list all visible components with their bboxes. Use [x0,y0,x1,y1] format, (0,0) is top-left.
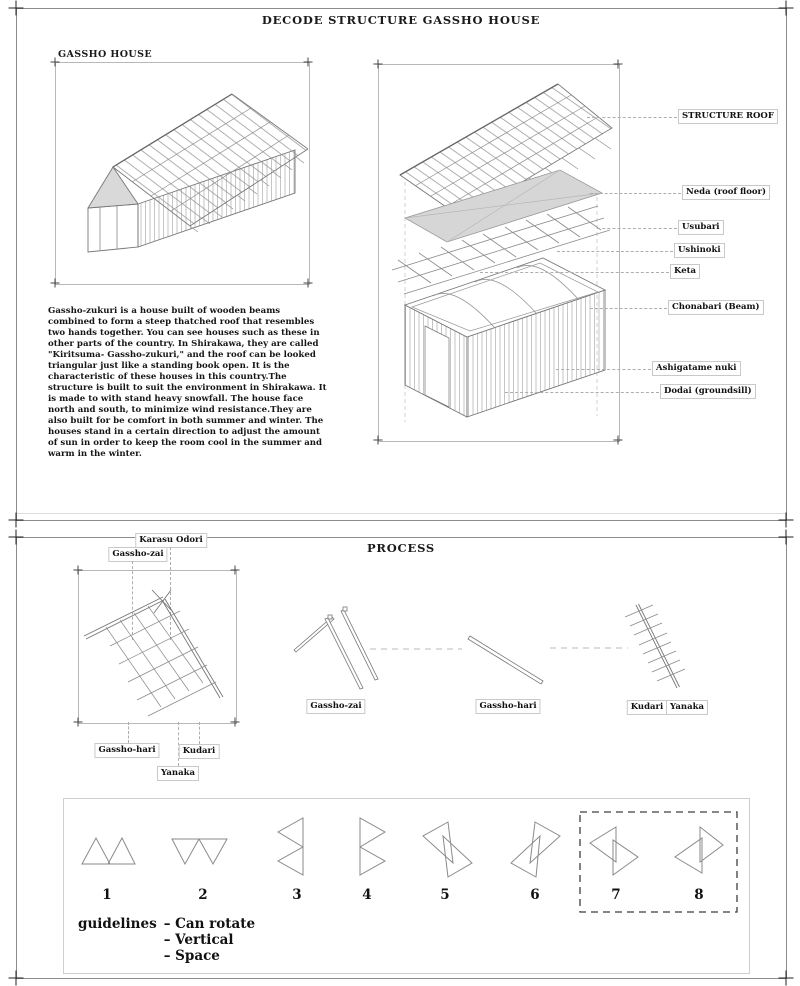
process-detail-box [78,570,237,724]
leader-line [170,547,171,640]
border-line [16,537,17,978]
label-ushinoki: Ushinoki [674,243,725,258]
registration-cross-icon [613,59,623,69]
structural-pieces-drawing [293,603,686,690]
registration-cross-icon [303,57,313,67]
leader-line [128,722,129,743]
guideline-item: – Space [163,948,220,965]
registration-cross-icon [778,529,794,545]
registration-cross-icon [50,57,60,67]
registration-cross-icon [50,278,60,288]
registration-cross-icon [8,0,24,16]
leader-line [556,369,651,370]
leader-line [132,561,133,640]
label-chonabari: Chonabari (Beam) [668,300,764,315]
gassho-house-drawing [87,93,308,253]
label-usubari: Usubari [678,220,724,235]
registration-cross-icon [373,59,383,69]
label-dodai: Dodai (groundsill) [660,384,756,399]
registration-cross-icon [73,717,83,727]
guidelines-label: guidelines [78,916,157,932]
exploded-structure-box [378,64,620,442]
guideline-item: – Can rotate [163,916,256,932]
registration-cross-icon [8,970,24,986]
house-box-label: GASSHO HOUSE [58,49,152,60]
triangle-figures-drawing: 1 2 3 4 5 6 7 8 [81,811,738,913]
label-gassho-zai-top: Gassho-zai [108,547,168,562]
registration-cross-icon [778,0,794,16]
figure-number-1: 1 [102,887,111,903]
guideline-item: – Vertical [163,932,234,949]
border-line [16,978,786,979]
registration-cross-icon [373,435,383,445]
border-line [16,520,786,521]
figures-panel [63,798,750,974]
registration-cross-icon [8,529,24,545]
label-kudari-bottom: Kudari [178,744,220,759]
process-title: PROCESS [366,541,436,555]
leader-line [557,251,673,252]
leader-line [199,722,200,744]
label-yanaka-piece: Yanaka [666,700,708,715]
border-line [16,8,786,9]
label-kudari-piece: Kudari [626,700,668,715]
exploded-structure-drawing [391,83,613,422]
leader-line [587,117,677,118]
roof-corner-detail-drawing [83,589,224,717]
figure-number-2: 2 [198,887,207,903]
leader-line [178,722,179,766]
registration-cross-icon [613,435,623,445]
leader-line [505,392,659,393]
border-line [16,8,17,520]
figure-number-7: 7 [611,887,620,903]
label-keta: Keta [670,264,701,279]
gassho-house-box [55,62,310,285]
label-ashigatame: Ashigatame nuki [652,361,741,376]
registration-cross-icon [8,512,24,528]
figure-number-5: 5 [440,887,449,903]
label-karasu-odori: Karasu Odori [135,533,207,548]
figure-number-4: 4 [362,887,371,903]
selected-figures-dashed-box [579,811,738,913]
border-line [786,537,787,978]
label-yanaka-bottom: Yanaka [157,766,199,781]
label-gassho-zai-piece: Gassho-zai [306,699,366,714]
label-neda: Neda (roof floor) [682,185,771,200]
leader-line [590,308,667,309]
registration-cross-icon [778,512,794,528]
figure-number-6: 6 [530,887,539,903]
main-title: DECODE STRUCTURE GASSHO HOUSE [261,13,541,27]
registration-cross-icon [230,717,240,727]
border-line [16,537,786,538]
registration-cross-icon [778,970,794,986]
leader-line [597,228,677,229]
guidelines-block: guidelines – Can rotate – Vertical – Spa… [78,916,255,965]
leader-line [480,272,669,273]
registration-cross-icon [73,565,83,575]
description-text: Gassho-zukuri is a house built of wooden… [48,306,327,459]
leader-line [590,193,681,194]
figure-number-8: 8 [694,887,703,903]
label-structure-roof: STRUCTURE ROOF [678,109,778,124]
figure-number-3: 3 [292,887,301,903]
label-gassho-hari-bottom: Gassho-hari [94,743,160,758]
registration-cross-icon [303,278,313,288]
border-line [786,8,787,520]
label-gassho-hari-piece: Gassho-hari [475,699,541,714]
registration-cross-icon [230,565,240,575]
border-line [16,513,786,514]
